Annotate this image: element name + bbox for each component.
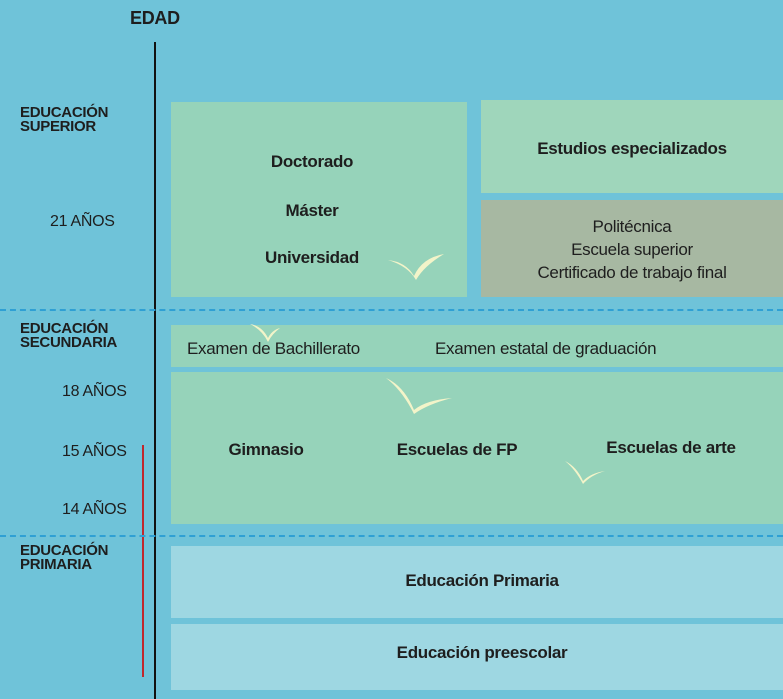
exam-bachillerato: Examen de Bachillerato: [187, 339, 360, 358]
escuela-superior-label: Escuela superior: [571, 240, 693, 259]
exam-estatal: Examen estatal de graduación: [435, 339, 657, 358]
certificado-label: Certificado de trabajo final: [537, 263, 727, 282]
polytechnic-box: Politécnica Escuela superior Certificado…: [481, 200, 783, 297]
age-label-18: 18 AÑOS: [62, 383, 127, 400]
specialized-studies-box: Estudios especializados: [481, 100, 783, 193]
university-item-universidad: Universidad: [264, 248, 360, 267]
schools-box: Gimnasio Escuelas de FP Escuelas de arte: [171, 372, 783, 524]
separator-secundaria-primaria: [0, 535, 783, 537]
school-gimnasio: Gimnasio: [228, 440, 304, 459]
level-label-superior: EDUCACIÓN SUPERIOR: [20, 104, 109, 135]
school-fp: Escuelas de FP: [396, 440, 518, 459]
university-item-master: Máster: [285, 201, 339, 220]
exams-box: Examen de Bachillerato Examen estatal de…: [171, 325, 783, 367]
separator-superior-secundaria: [0, 309, 783, 311]
axis-title: EDAD: [130, 8, 180, 28]
level-label-secundaria: EDUCACIÓN SECUNDARIA: [20, 320, 118, 351]
compulsory-education-line: [142, 445, 144, 677]
bird-icon: [250, 324, 280, 342]
age-label-21: 21 AÑOS: [50, 213, 115, 230]
age-axis-line: [154, 42, 156, 699]
preschool-box: Educación preescolar: [171, 624, 783, 690]
age-label-15: 15 AÑOS: [62, 443, 127, 460]
university-item-doctorado: Doctorado: [270, 152, 354, 171]
bird-icon: [565, 461, 605, 484]
specialized-studies-label: Estudios especializados: [537, 139, 727, 158]
age-label-14: 14 AÑOS: [62, 501, 127, 518]
bird-icon: [388, 254, 444, 280]
school-arte: Escuelas de arte: [606, 438, 736, 457]
university-box: Doctorado Máster Universidad: [171, 102, 467, 297]
level-label-primaria: EDUCACIÓN PRIMARIA: [20, 542, 109, 573]
bird-icon: [386, 378, 452, 414]
polytechnic-label: Politécnica: [592, 217, 672, 236]
preschool-label: Educación preescolar: [396, 643, 568, 662]
primary-box: Educación Primaria: [171, 546, 783, 618]
primary-label: Educación Primaria: [405, 571, 559, 590]
